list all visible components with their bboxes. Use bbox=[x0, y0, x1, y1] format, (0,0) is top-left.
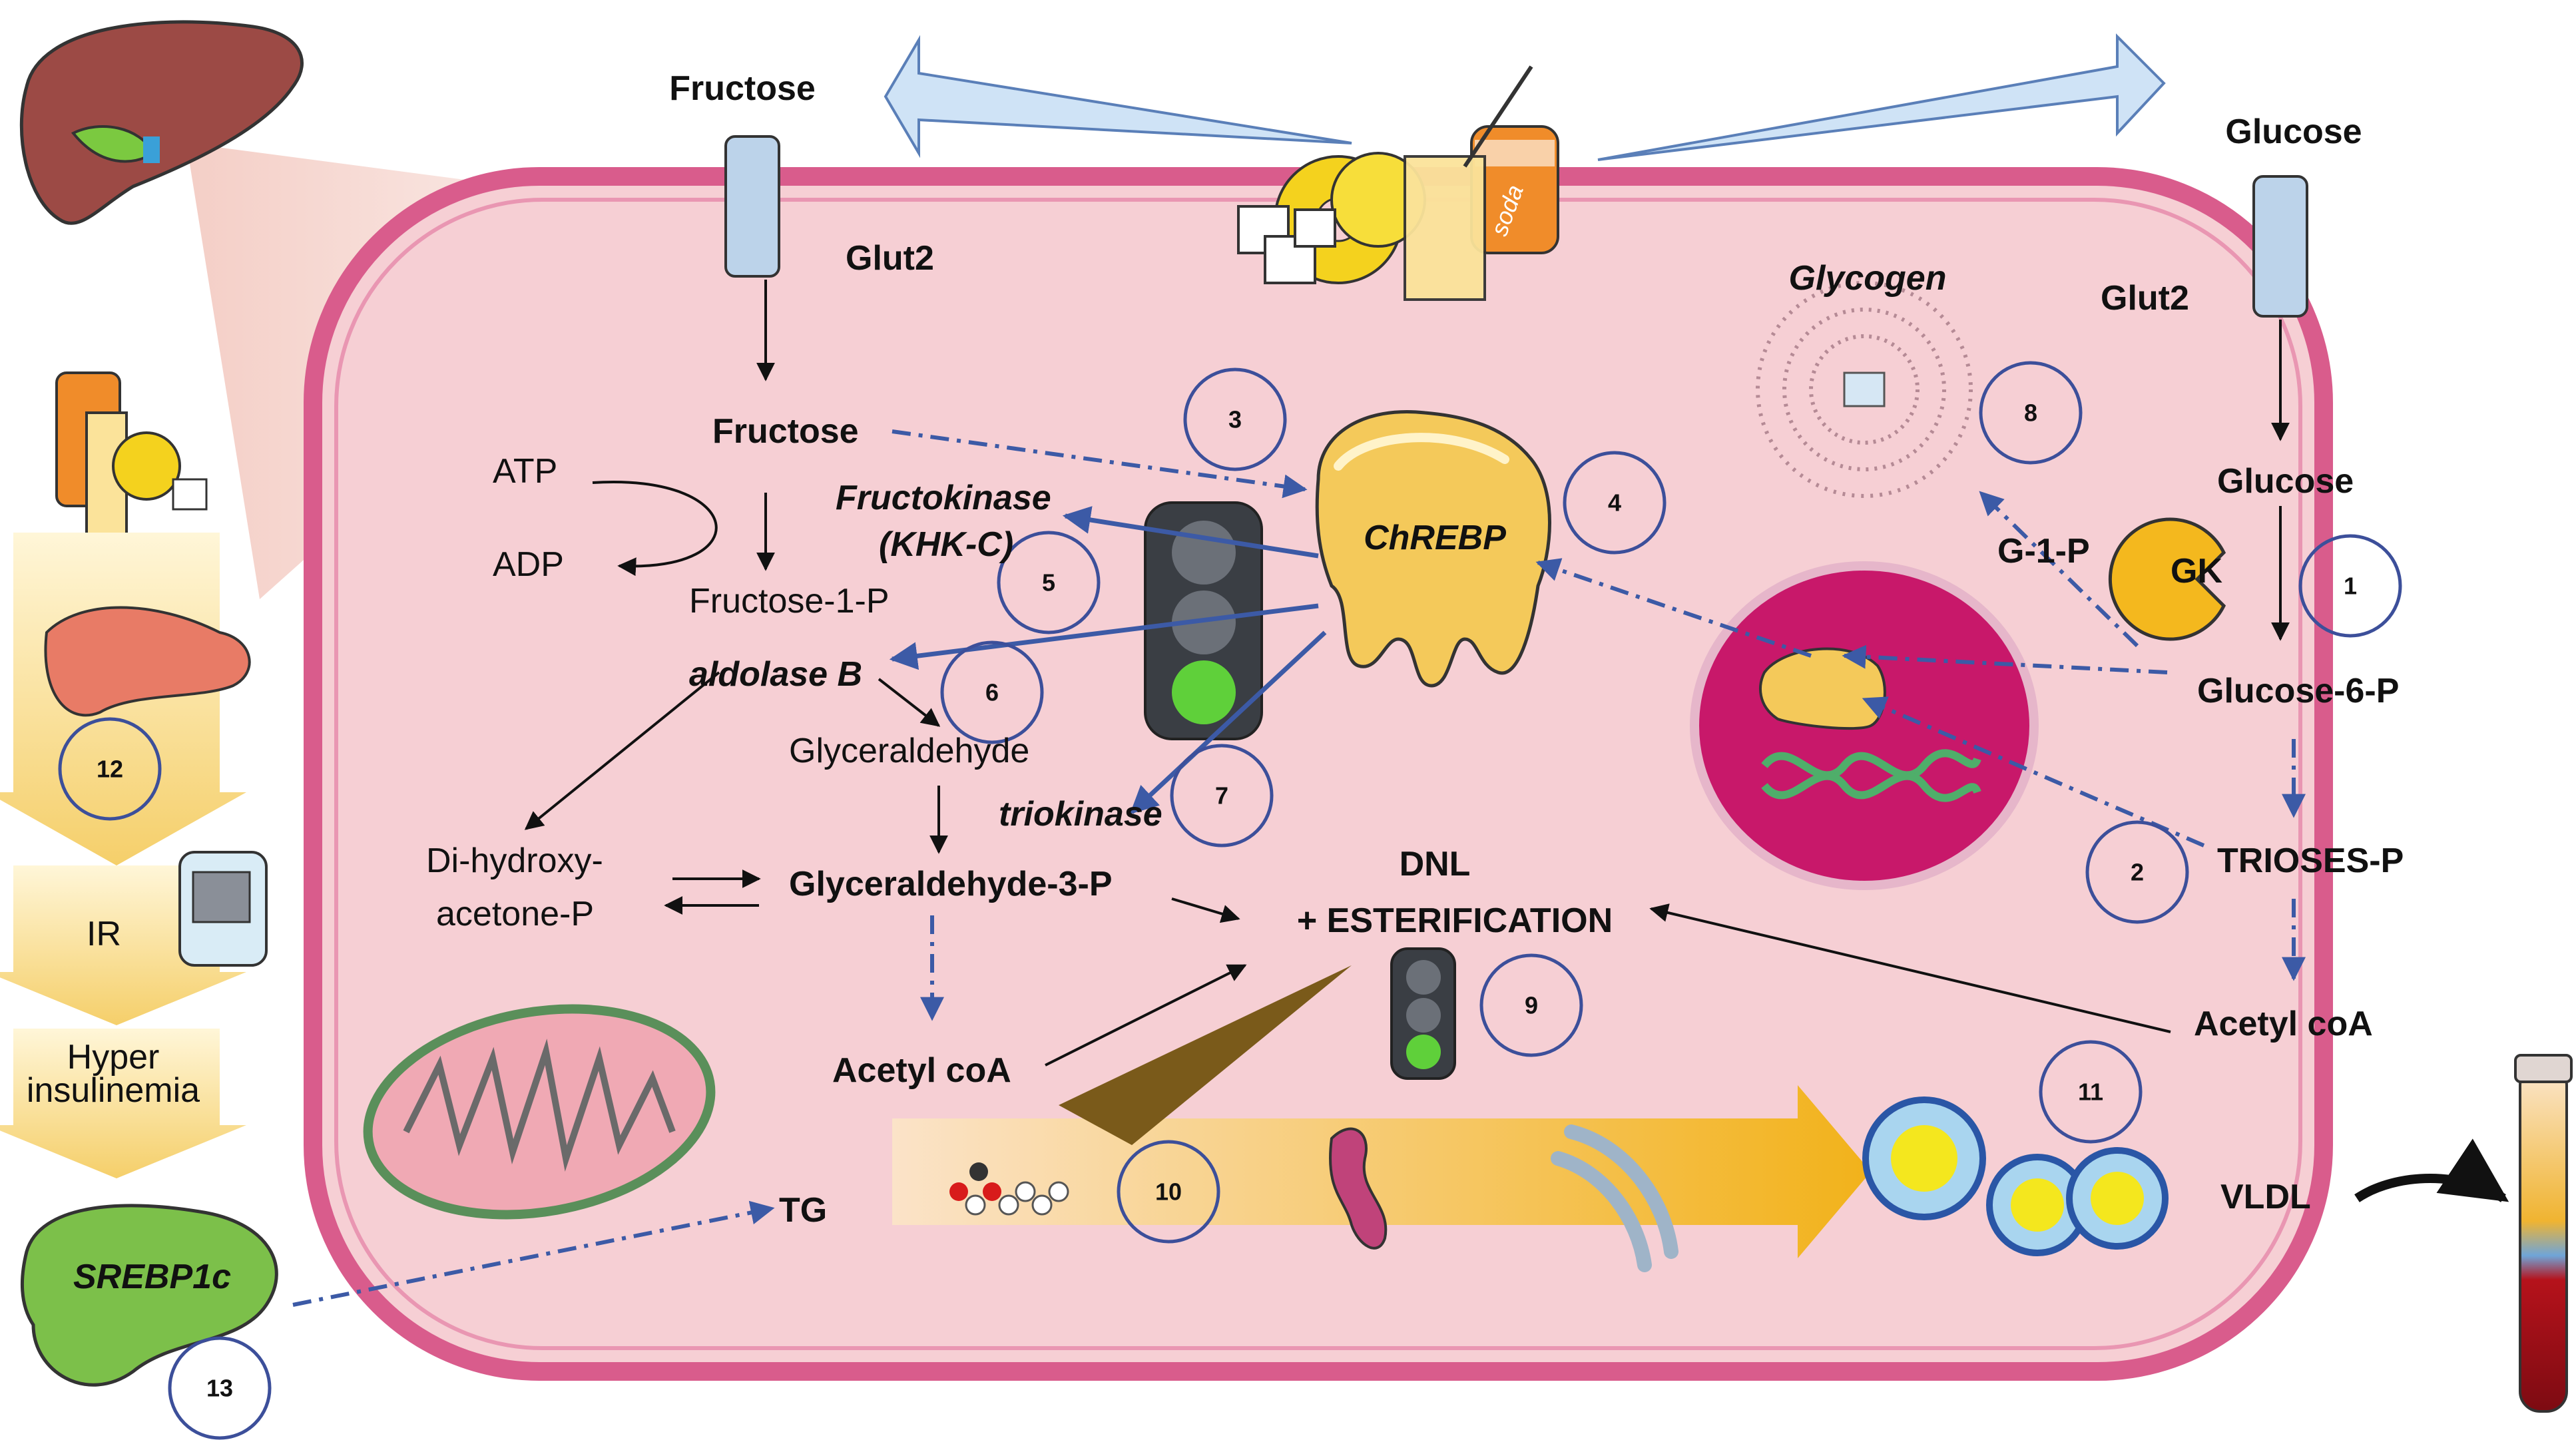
trioses-p-label: TRIOSES-P bbox=[2217, 842, 2404, 880]
step-7-number: 7 bbox=[1215, 782, 1228, 810]
triokinase-label: triokinase bbox=[999, 795, 1162, 834]
glut2-transporter-right bbox=[2252, 175, 2308, 318]
step-7-circle bbox=[1170, 744, 1274, 847]
step-2-circle bbox=[2085, 820, 2189, 924]
step-5-number: 5 bbox=[1042, 569, 1055, 597]
glucose-label: Glucose bbox=[2217, 462, 2354, 501]
esterification-label: + ESTERIFICATION bbox=[1297, 901, 1613, 940]
glucokinase-icon bbox=[2108, 517, 2226, 641]
side-arrow-3 bbox=[0, 1029, 246, 1178]
glycogen-granule bbox=[1756, 281, 1973, 498]
fructose-big-arrow bbox=[884, 35, 1352, 158]
glut2-left-label: Glut2 bbox=[846, 239, 934, 278]
tg-molecule-icon bbox=[949, 1162, 1069, 1216]
chrebp-protein bbox=[1315, 410, 1551, 688]
adp-label: ADP bbox=[493, 545, 564, 584]
fructose-1p-label: Fructose-1-P bbox=[689, 582, 890, 620]
vldl-particles bbox=[1862, 1096, 2169, 1256]
step-9-circle bbox=[1479, 953, 1583, 1057]
step-10-circle bbox=[1117, 1140, 1220, 1244]
step-10-number: 10 bbox=[1155, 1178, 1182, 1206]
vldl-export-arrow bbox=[2354, 1138, 2509, 1202]
mitochondrion bbox=[363, 1004, 716, 1220]
acetyl-coa-right-label: Acetyl coA bbox=[2194, 1005, 2373, 1043]
golgi-apparatus bbox=[1551, 1124, 1678, 1272]
srebp1c-protein bbox=[21, 1204, 278, 1387]
gk-label: GK bbox=[2171, 552, 2222, 591]
glyceraldehyde-label: Glyceraldehyde bbox=[789, 732, 1029, 770]
ir-label: IR bbox=[87, 915, 121, 953]
tg-label: TG bbox=[779, 1191, 827, 1230]
glut2-transporter-left bbox=[724, 135, 780, 278]
acetyl-coa-left-label: Acetyl coA bbox=[832, 1051, 1011, 1090]
fructose-label: Fructose bbox=[712, 412, 859, 451]
step-4-number: 4 bbox=[1608, 489, 1621, 517]
dhap-label-line1: Di-hydroxy- bbox=[426, 842, 603, 880]
g1p-label: G-1-P bbox=[1997, 532, 2090, 571]
atp-label: ATP bbox=[493, 452, 557, 491]
step-2-number: 2 bbox=[2131, 859, 2144, 886]
hyperinsulinemia-label-line1: Hyper bbox=[67, 1038, 160, 1077]
step-6-circle bbox=[940, 640, 1044, 744]
khk-c-label: (KHK-C) bbox=[879, 525, 1013, 564]
fructose-top-label: Fructose bbox=[669, 69, 816, 108]
endoplasmic-reticulum bbox=[1329, 1127, 1388, 1250]
step-11-number: 11 bbox=[2078, 1079, 2103, 1106]
step-12-number: 12 bbox=[97, 756, 123, 783]
step-3-circle bbox=[1183, 367, 1287, 471]
glucose-top-label: Glucose bbox=[2225, 113, 2362, 151]
signal-arrows bbox=[292, 429, 2306, 1307]
step-11-circle bbox=[2039, 1040, 2143, 1144]
step-6-number: 6 bbox=[985, 679, 999, 706]
dnl-label: DNL bbox=[1400, 845, 1471, 883]
step-1-circle bbox=[2298, 534, 2402, 638]
nucleus bbox=[1690, 561, 2039, 890]
hyperinsulinemia-label-line2: insulinemia bbox=[27, 1071, 200, 1110]
glut2-right-label: Glut2 bbox=[2101, 279, 2189, 318]
glucose-6p-label: Glucose-6-P bbox=[2197, 672, 2399, 710]
step-4-circle bbox=[1563, 451, 1667, 555]
step-8-number: 8 bbox=[2024, 399, 2037, 427]
srebp1c-label: SREBP1c bbox=[73, 1258, 231, 1296]
step-8-circle bbox=[1979, 361, 2083, 465]
fructokinase-label: Fructokinase bbox=[836, 479, 1051, 517]
glycogen-label: Glycogen bbox=[1789, 259, 1947, 298]
step-circles bbox=[58, 361, 2402, 1440]
dnl-to-tg-arrow bbox=[1059, 965, 1352, 1145]
dhap-label-line2: acetone-P bbox=[436, 895, 594, 933]
aldolase-b-label: aldolase B bbox=[689, 655, 862, 694]
step-3-number: 3 bbox=[1228, 406, 1242, 433]
step-12-circle bbox=[58, 717, 162, 821]
step-13-circle bbox=[168, 1336, 272, 1440]
chrebp-label: ChREBP bbox=[1364, 519, 1506, 557]
pathway-arrows bbox=[524, 280, 2290, 1067]
liver-illustration bbox=[19, 20, 304, 225]
step-1-number: 1 bbox=[2344, 573, 2357, 600]
vldl-label: VLDL bbox=[2220, 1178, 2311, 1216]
traffic-light-small bbox=[1390, 947, 1456, 1080]
soda-sugar-illustration: soda bbox=[1237, 65, 1559, 301]
step-13-number: 13 bbox=[206, 1375, 233, 1402]
blood-tube-icon bbox=[2514, 1054, 2573, 1413]
step-5-circle bbox=[997, 531, 1101, 634]
step-9-number: 9 bbox=[1525, 992, 1538, 1019]
glucose-big-arrow bbox=[1597, 33, 2166, 161]
glyceraldehyde-3p-label: Glyceraldehyde-3-P bbox=[789, 865, 1113, 903]
